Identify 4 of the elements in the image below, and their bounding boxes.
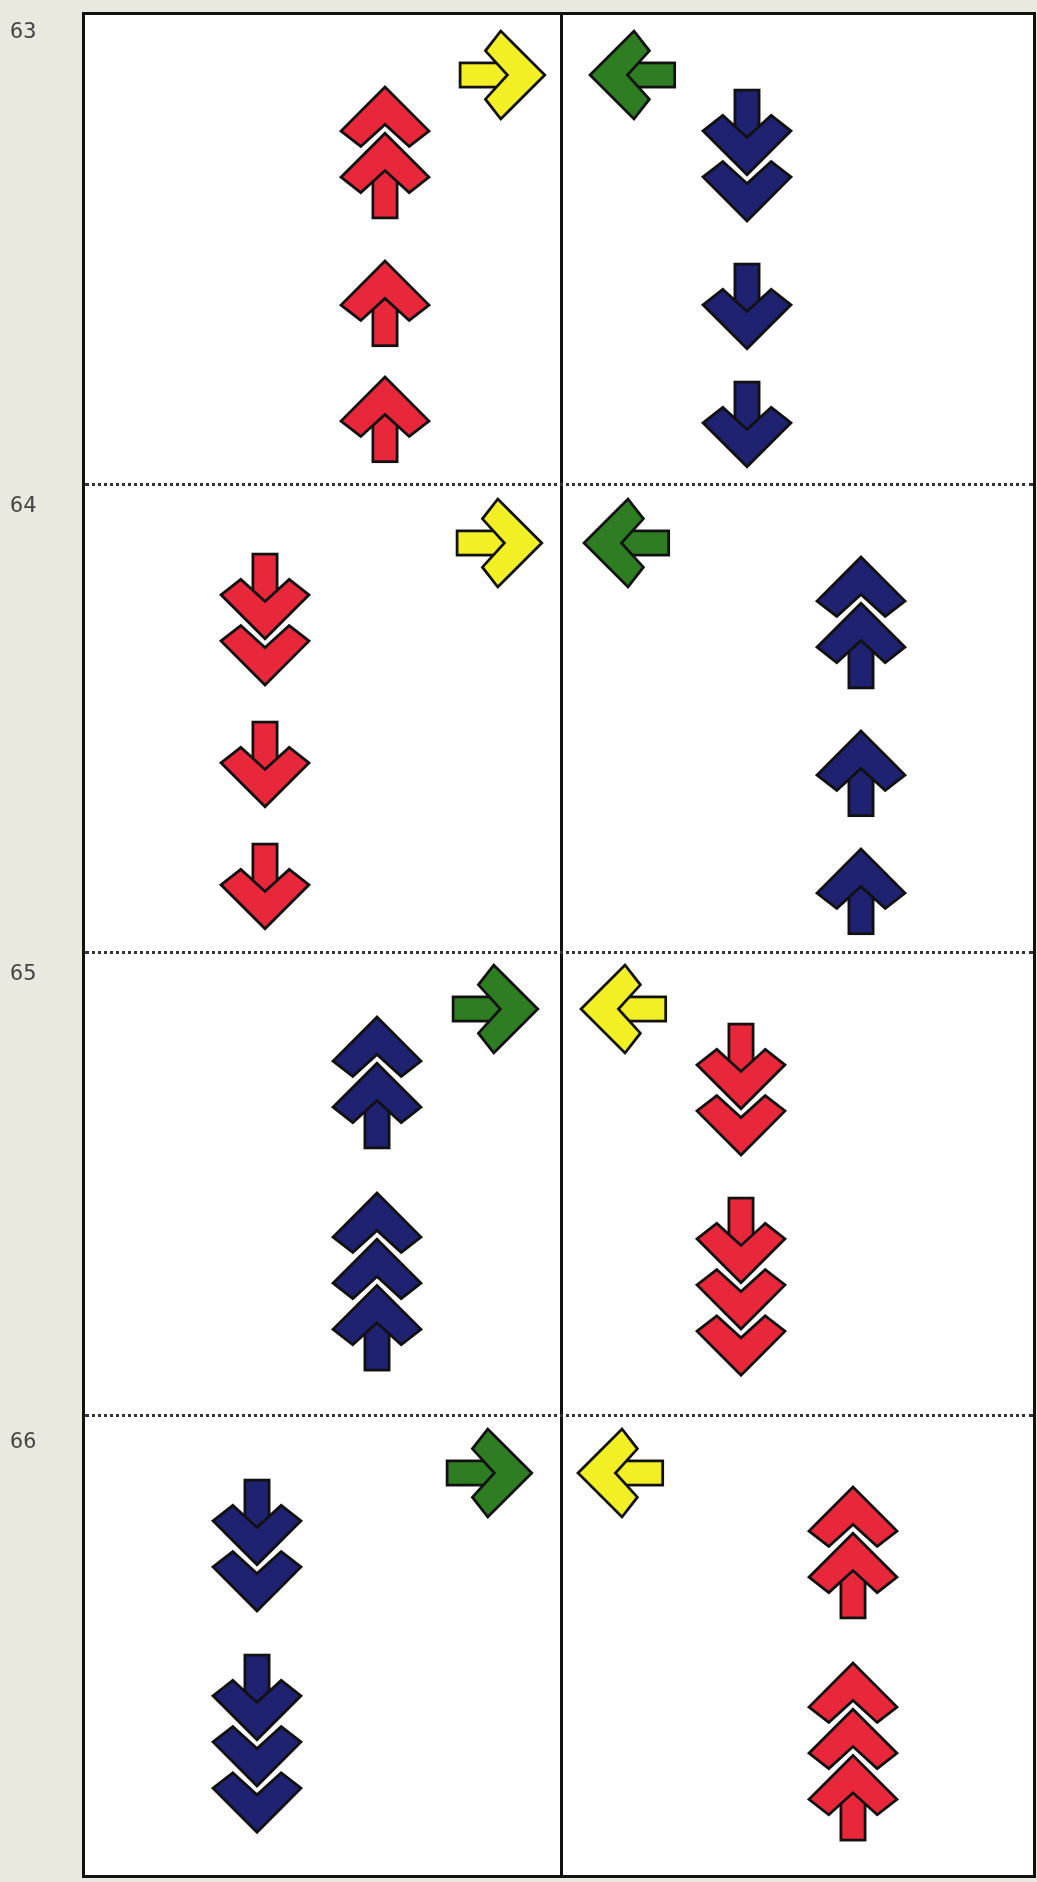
measure-number: 65 [10, 960, 37, 985]
measure-number: 63 [10, 18, 37, 43]
measure-number: 66 [10, 1428, 37, 1453]
measure-number: 64 [10, 492, 37, 517]
